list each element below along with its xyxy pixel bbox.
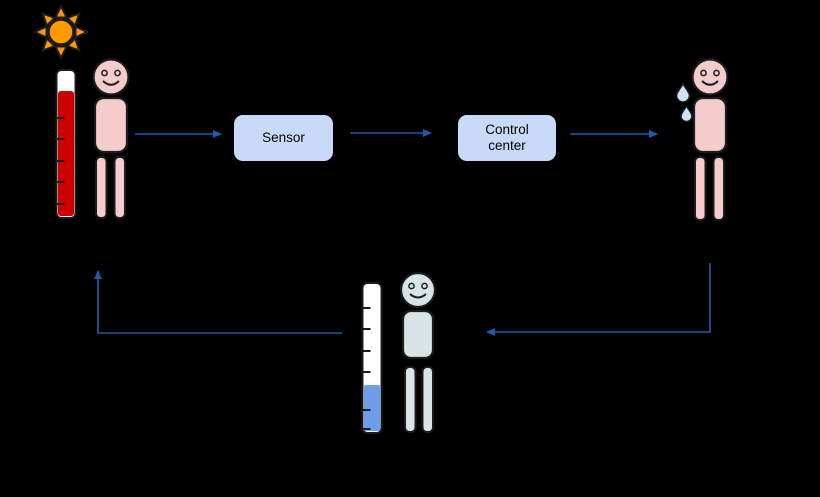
sweat-drop-icon bbox=[680, 104, 693, 123]
warm-person-figure bbox=[92, 58, 130, 219]
person-eye bbox=[713, 69, 720, 77]
sensor-box-label: Sensor bbox=[262, 129, 305, 145]
sweat-drops-icon bbox=[675, 82, 693, 123]
thermometer-mercury-low bbox=[364, 385, 380, 431]
sun-icon bbox=[32, 3, 90, 61]
person-torso bbox=[401, 309, 435, 360]
cool-person-figure bbox=[399, 271, 437, 433]
person-mouth bbox=[102, 80, 120, 86]
person-leg bbox=[694, 156, 707, 221]
sun-disc bbox=[47, 18, 75, 46]
sensor-box: Sensor bbox=[233, 114, 334, 162]
person-torso bbox=[93, 96, 129, 154]
person-head bbox=[92, 58, 130, 96]
person-eye bbox=[408, 282, 415, 290]
person-eye bbox=[421, 282, 428, 290]
person-leg bbox=[712, 156, 725, 221]
person-head bbox=[691, 58, 729, 96]
thermometer-high-icon bbox=[55, 69, 77, 219]
person-leg bbox=[421, 366, 434, 433]
person-eye bbox=[700, 69, 707, 77]
feedback-arrow-right-to-cool-person bbox=[486, 263, 711, 336]
person-leg bbox=[404, 366, 417, 433]
person-leg bbox=[95, 156, 108, 219]
thermometer-low-icon bbox=[361, 282, 383, 434]
person-mouth bbox=[409, 293, 427, 299]
sweating-person-figure bbox=[675, 58, 729, 221]
person-leg bbox=[113, 156, 126, 219]
thermometer-mercury-high bbox=[58, 91, 74, 216]
person-eye bbox=[114, 69, 121, 77]
control-center-box: Control center bbox=[457, 114, 557, 162]
thermometer-tick-marks bbox=[56, 117, 65, 205]
person-mouth bbox=[701, 80, 719, 86]
thermometer-tick-marks bbox=[362, 307, 371, 430]
sun-rays bbox=[32, 3, 90, 61]
sweat-drop-icon bbox=[675, 82, 691, 103]
person-head bbox=[399, 271, 437, 309]
person-torso bbox=[692, 96, 728, 154]
feedback-arrow-left-to-warm-person bbox=[94, 270, 342, 334]
control-center-box-label: Control center bbox=[485, 121, 529, 153]
person-eye bbox=[101, 69, 108, 77]
